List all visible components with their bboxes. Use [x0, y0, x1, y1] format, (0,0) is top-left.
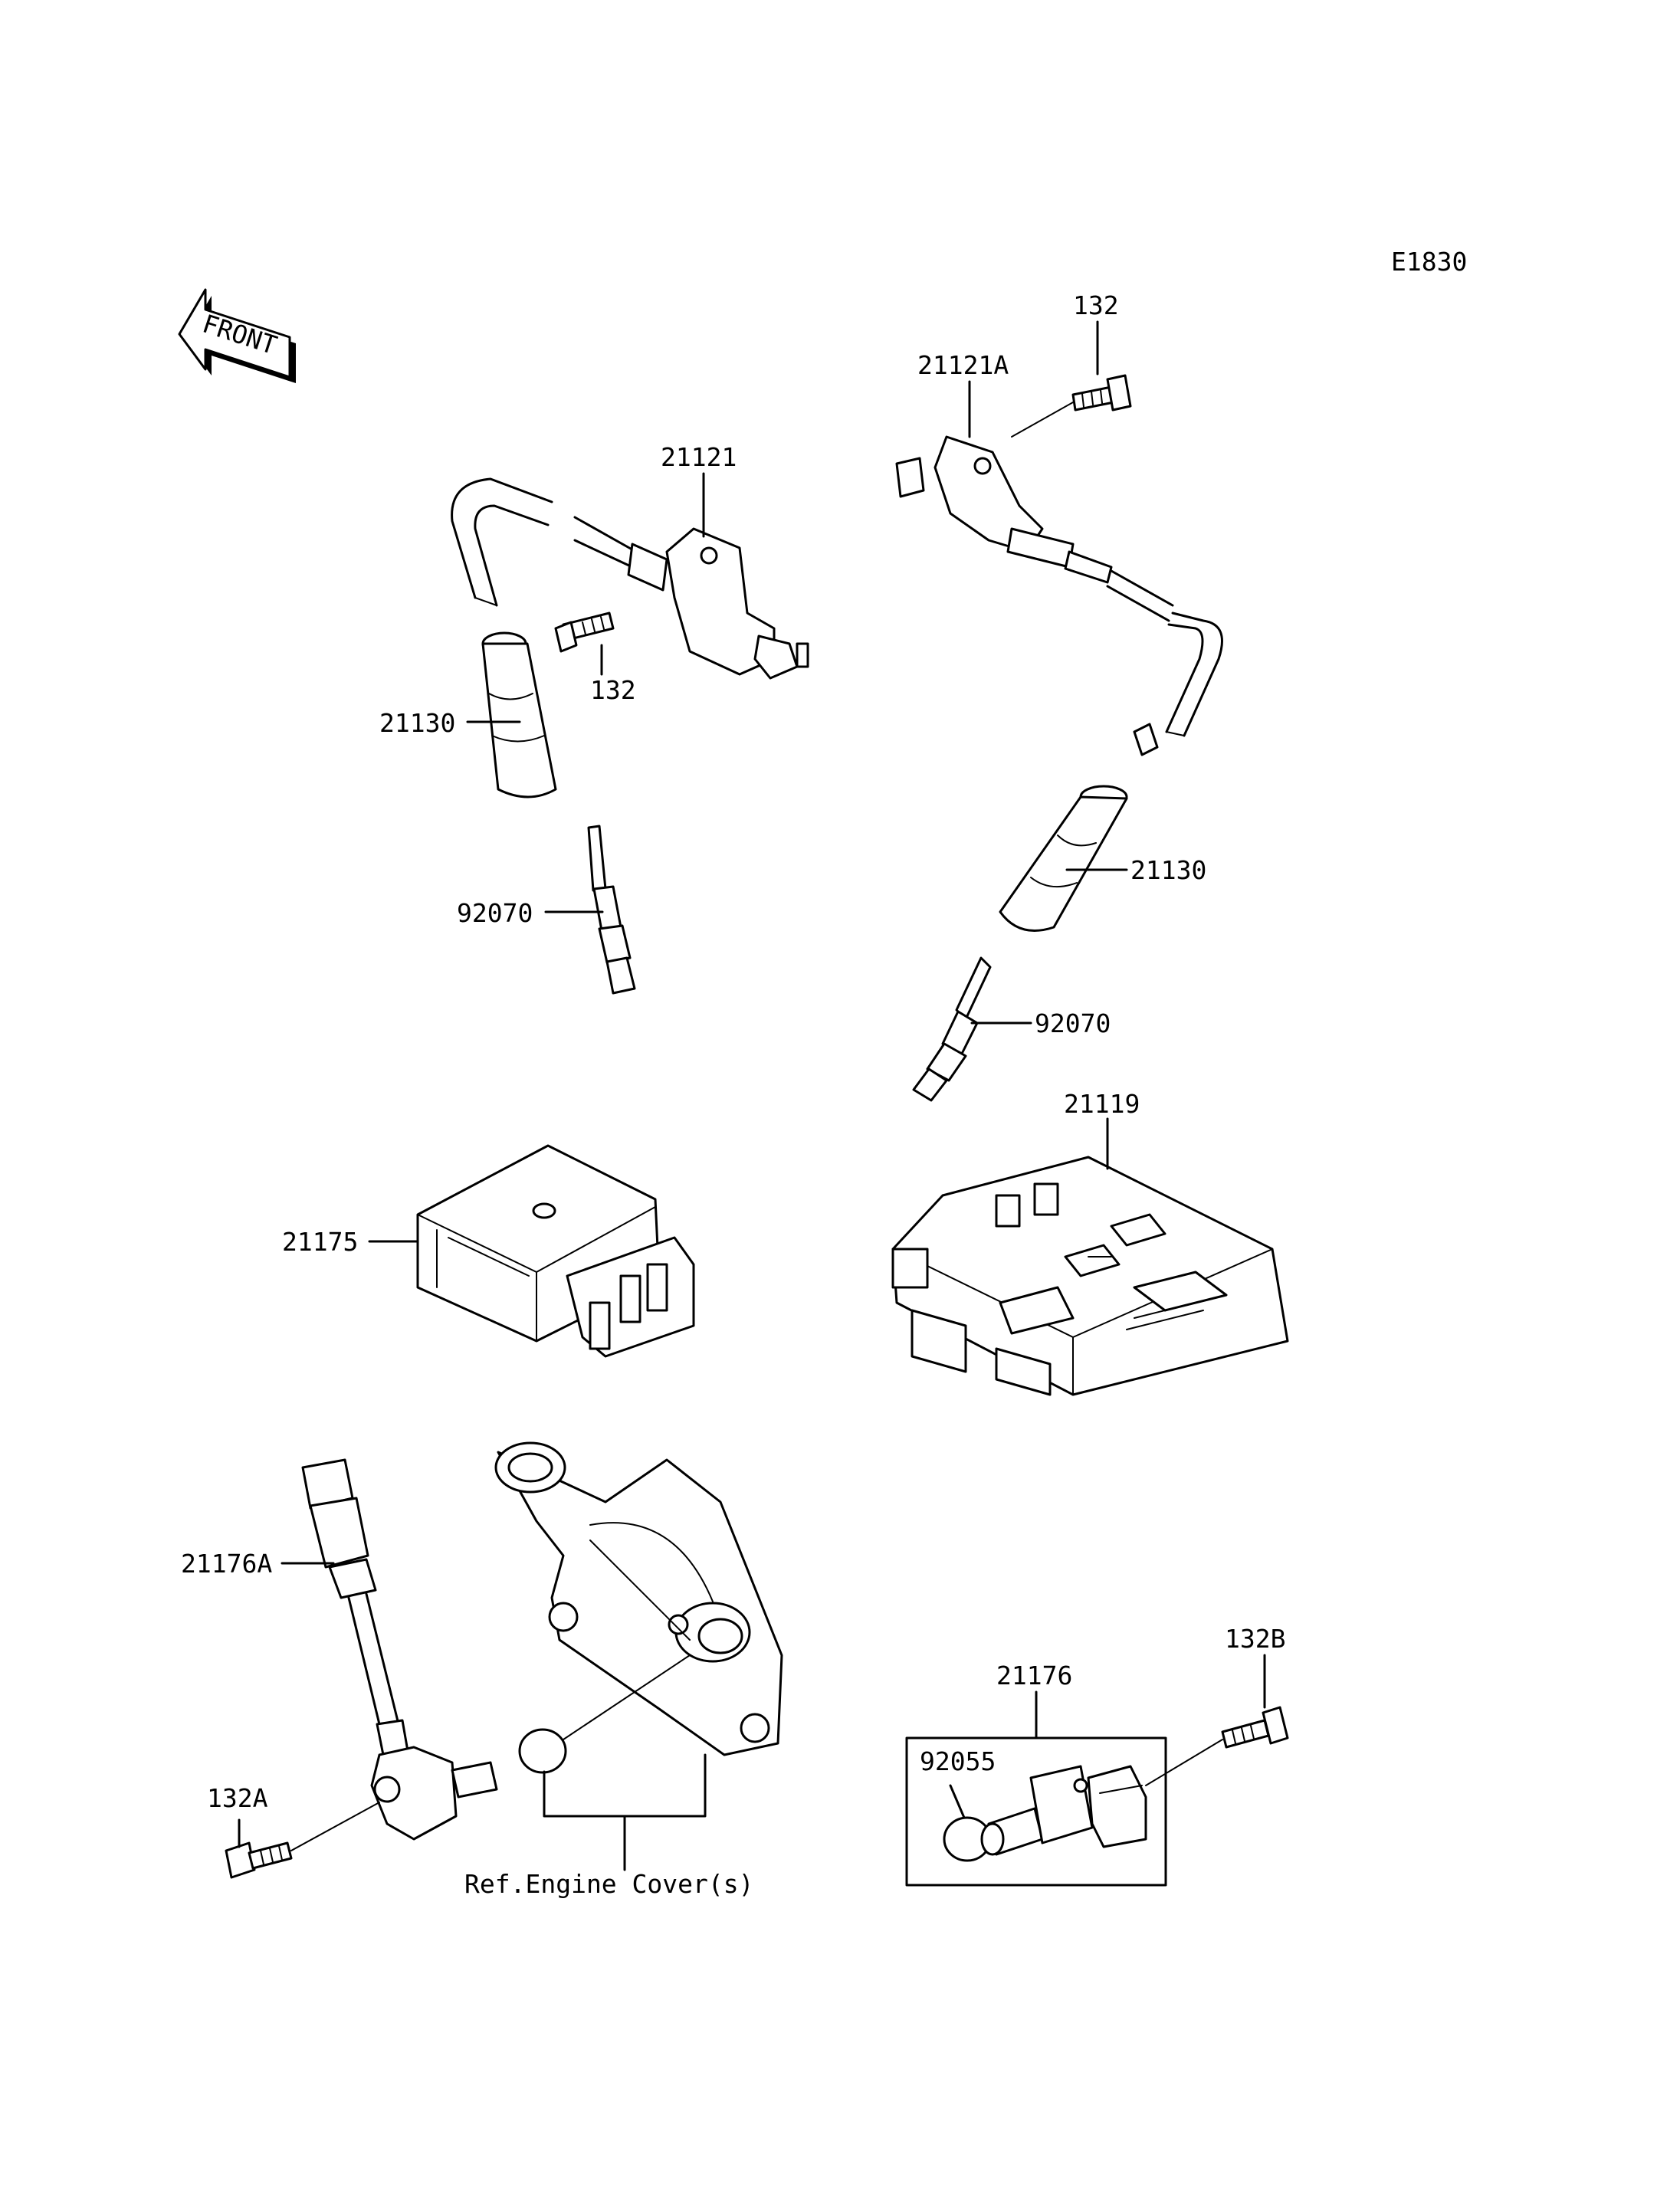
label-cap-left: 21130 — [379, 708, 455, 738]
bolt-left — [554, 612, 615, 653]
igniter-box — [416, 1144, 695, 1358]
label-cap-right: 21130 — [1130, 855, 1206, 885]
ignition-coil-right — [895, 435, 1223, 756]
label-bolt-left: 132 — [590, 675, 636, 705]
label-coil-right: 21121A — [917, 350, 1009, 380]
diagram-code: E1830 — [1391, 247, 1467, 277]
leader-bolt-right-to-coil — [1011, 402, 1074, 438]
leader-o-ring-to-cover — [563, 1654, 691, 1740]
label-o-ring: 92055 — [920, 1746, 996, 1776]
label-sensor-harness: 21176A — [181, 1549, 272, 1579]
leader-o-ring — [949, 1784, 966, 1819]
bracket-engine-cover — [543, 1753, 707, 1818]
label-sensor-assembly: 21176 — [996, 1661, 1072, 1690]
label-plug-right: 92070 — [1035, 1008, 1111, 1038]
label-bolt-right: 132 — [1073, 290, 1119, 320]
bolt-132b — [1221, 1706, 1289, 1749]
label-bolt-132b: 132B — [1225, 1624, 1285, 1654]
ignition-coil-left — [451, 477, 809, 680]
label-plug-left: 92070 — [457, 898, 533, 928]
sensor-harness — [301, 1458, 498, 1841]
ecu-unit — [891, 1156, 1289, 1396]
spark-plug-right — [912, 956, 992, 1102]
leader-bolt-132a-to-sensor — [290, 1802, 380, 1851]
engine-cover-o-ring — [518, 1728, 567, 1774]
bolt-132a — [225, 1841, 293, 1879]
front-arrow-icon: FRONT — [178, 288, 296, 383]
spark-plug-left — [587, 825, 636, 995]
label-ecu: 21119 — [1064, 1089, 1140, 1119]
plug-cap-left — [481, 631, 557, 798]
label-igniter: 21175 — [282, 1227, 358, 1257]
label-coil-left: 21121 — [661, 442, 737, 472]
bolt-right — [1071, 374, 1132, 412]
label-engine-cover-ref: Ref.Engine Cover(s) — [464, 1869, 754, 1899]
engine-cover — [494, 1441, 783, 1756]
leader-bolt-132b-to-sensor — [1145, 1739, 1223, 1786]
label-bolt-132a: 132A — [207, 1783, 268, 1813]
crank-sensor — [943, 1765, 1147, 1862]
plug-cap-right — [999, 785, 1128, 932]
